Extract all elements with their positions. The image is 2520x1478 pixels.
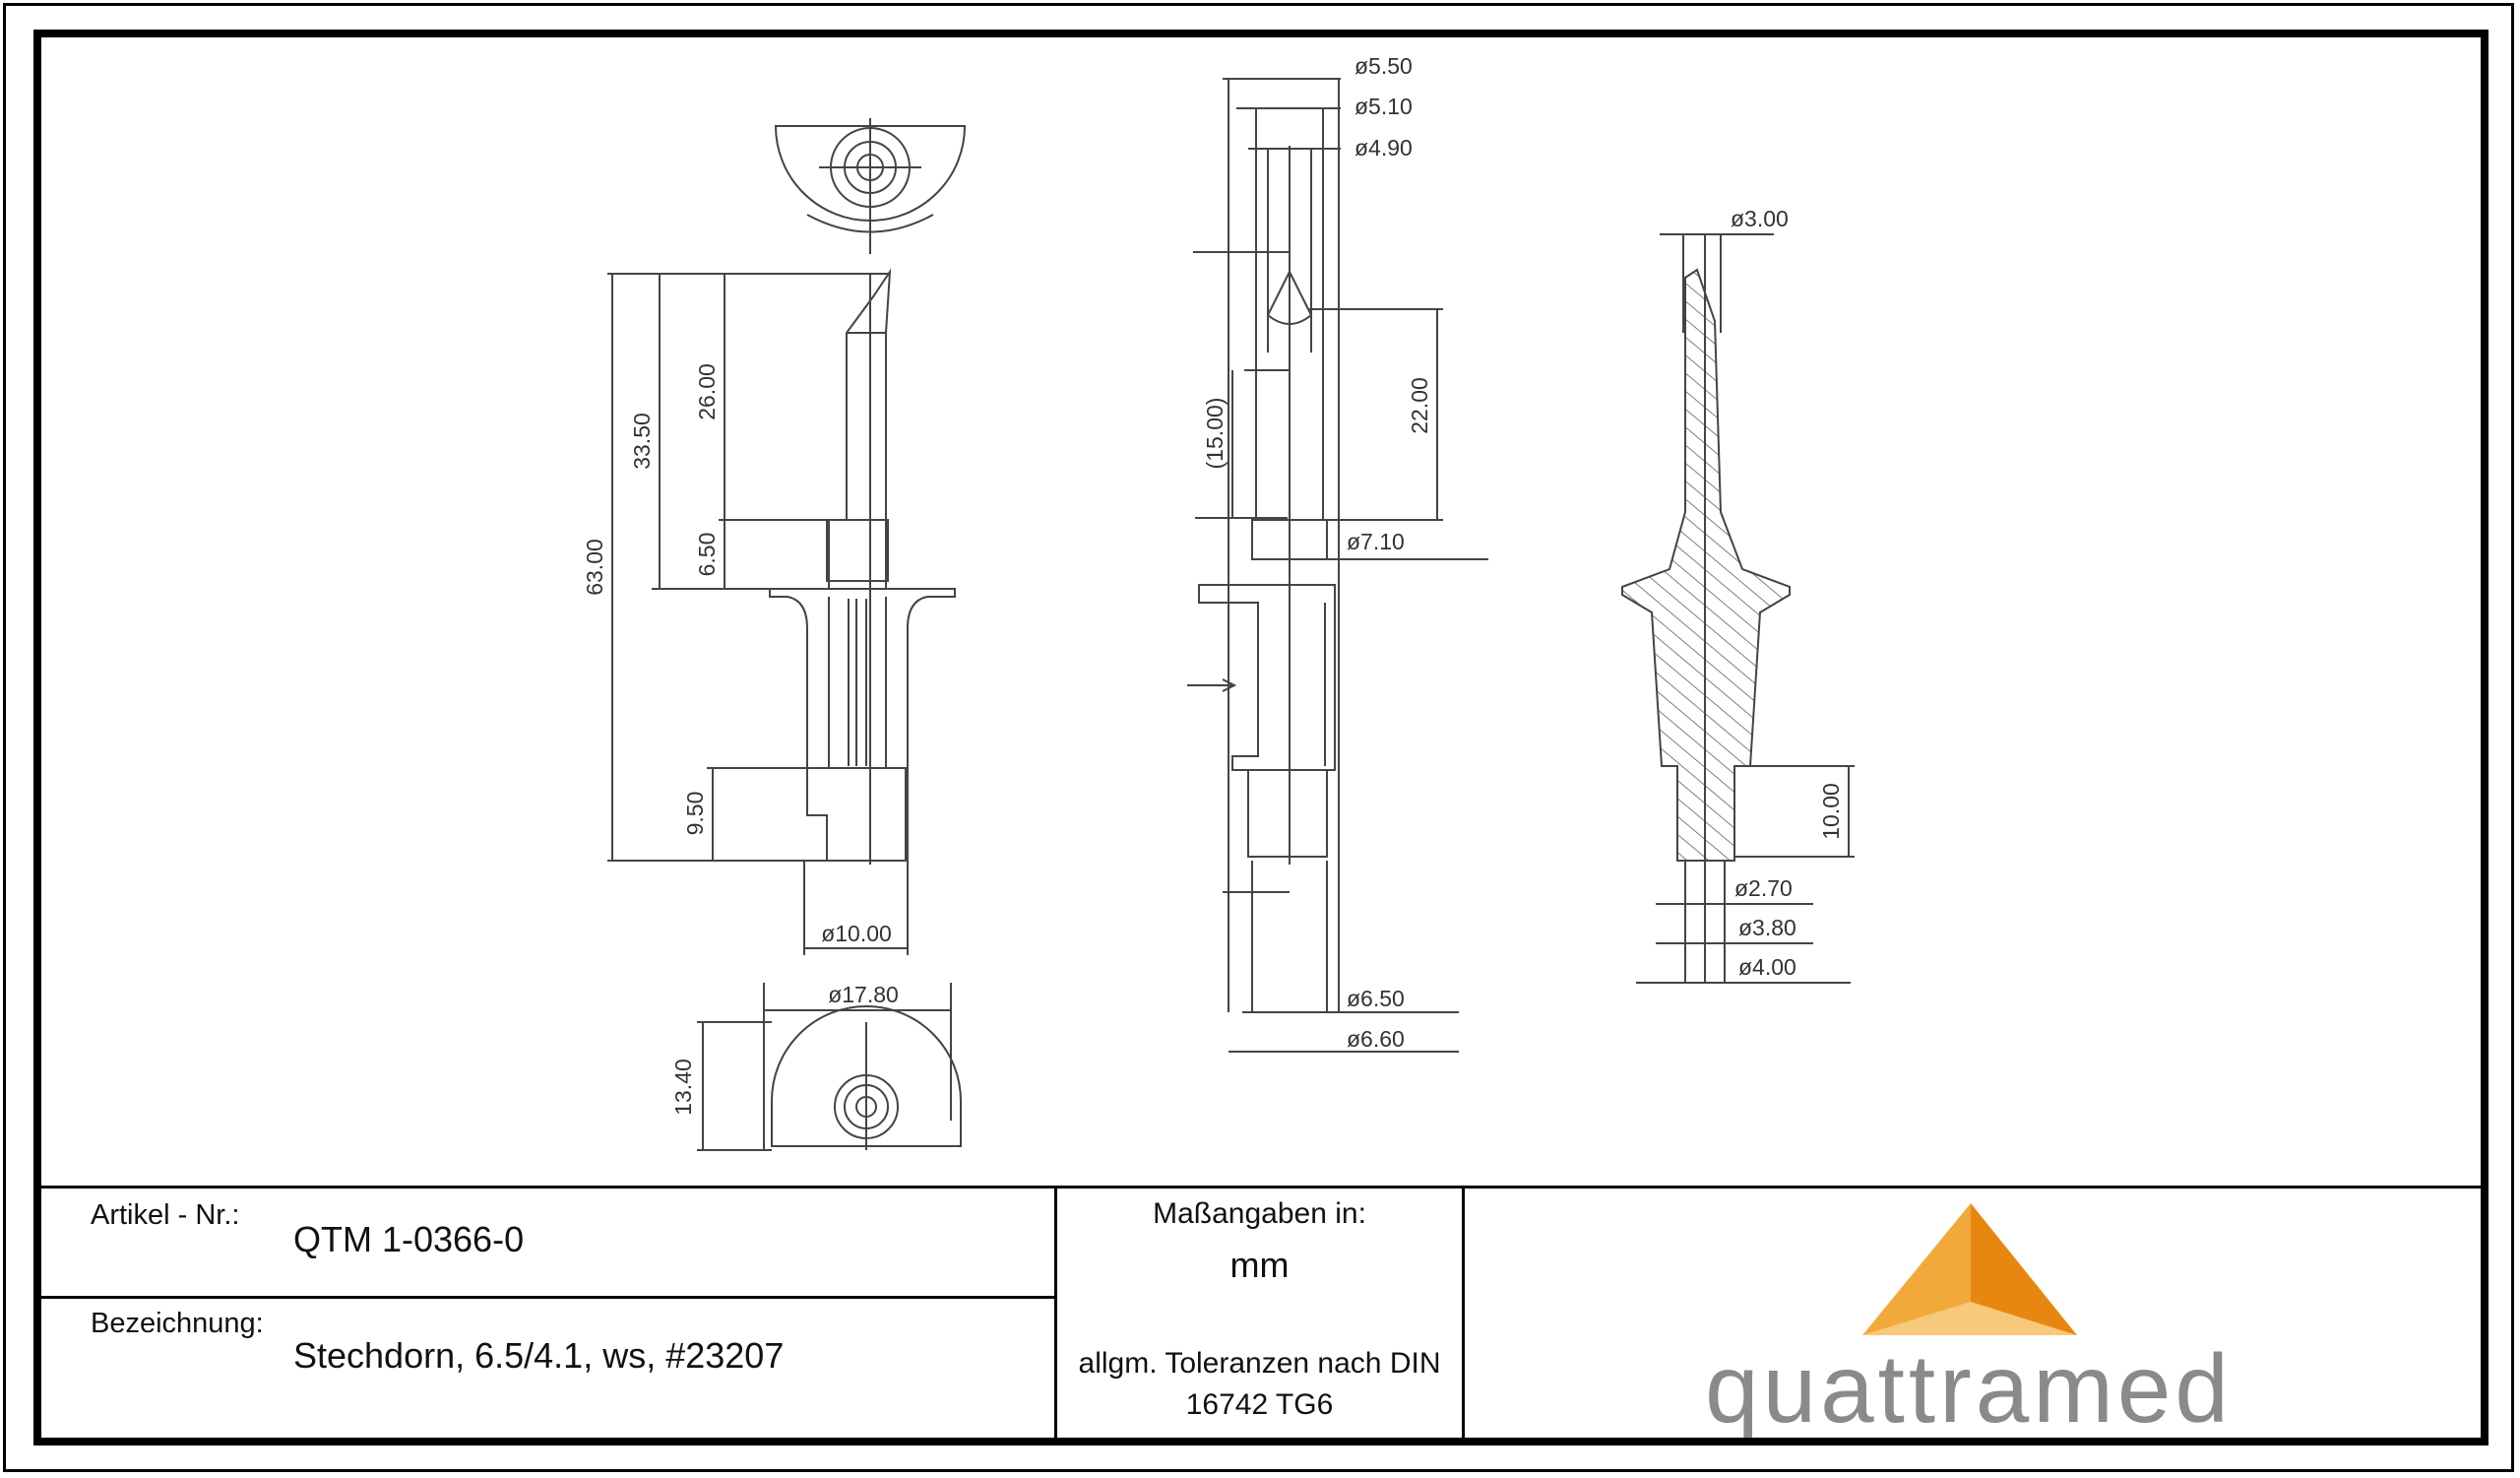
dim-9-50: 9.50 [682, 792, 708, 836]
right-view [1621, 233, 1855, 984]
dim-d10: ø10.00 [821, 921, 892, 946]
dim-d3-80: ø3.80 [1738, 915, 1796, 940]
units-label: Maßangaben in: [1153, 1197, 1366, 1230]
dim-63: 63.00 [582, 539, 607, 596]
dim-d5-50: ø5.50 [1354, 53, 1413, 79]
tolerance-line-1: allgm. Toleranzen nach DIN [1078, 1347, 1441, 1380]
dim-d4: ø4.00 [1738, 954, 1796, 980]
dim-d7-10: ø7.10 [1347, 529, 1405, 554]
units-value: mm [1229, 1245, 1290, 1285]
dim-d17-80: ø17.80 [828, 982, 899, 1007]
article-number-value: QTM 1-0366-0 [293, 1219, 525, 1259]
dim-d4-90: ø4.90 [1354, 135, 1413, 161]
outer-frame [3, 3, 2514, 1472]
dim-d6-60: ø6.60 [1347, 1026, 1405, 1052]
dimension-labels: 63.00 33.50 26.00 6.50 9.50 ø10.00 ø17.8… [582, 53, 1844, 1116]
dim-26: 26.00 [694, 363, 720, 420]
designation-label: Bezeichnung: [91, 1308, 264, 1339]
dim-33-50: 33.50 [629, 413, 655, 470]
title-block-divider-2 [1462, 1186, 1465, 1438]
title-block-row-divider [41, 1296, 1055, 1299]
drawing-frame [33, 30, 2488, 1446]
logo-text: quattramed [1705, 1334, 2233, 1438]
dim-13-40: 13.40 [670, 1059, 696, 1116]
quattramed-logo: quattramed [1705, 1203, 2233, 1438]
article-number-label: Artikel - Nr.: [91, 1199, 240, 1231]
tolerance-line-2: 16742 TG6 [1185, 1388, 1334, 1421]
logo-pyramid-base [1862, 1302, 2077, 1335]
dim-d2-70: ø2.70 [1734, 875, 1793, 901]
title-block-top-border [41, 1186, 2481, 1189]
logo-pyramid-left [1862, 1203, 1971, 1335]
left-view [607, 118, 967, 1151]
dim-10: 10.00 [1818, 783, 1844, 840]
center-view [1187, 78, 1488, 1053]
dim-6-50: 6.50 [694, 533, 720, 577]
dim-15: (15.00) [1202, 398, 1228, 470]
dim-22: 22.00 [1407, 377, 1432, 434]
dim-d5-10: ø5.10 [1354, 94, 1413, 119]
logo-pyramid-right [1971, 1203, 2077, 1335]
dim-d3: ø3.00 [1731, 206, 1789, 231]
technical-drawing: 63.00 33.50 26.00 6.50 9.50 ø10.00 ø17.8… [582, 53, 1855, 1151]
designation-value: Stechdorn, 6.5/4.1, ws, #23207 [293, 1335, 785, 1376]
dim-d6-50: ø6.50 [1347, 986, 1405, 1011]
title-block-divider-1 [1054, 1186, 1057, 1438]
